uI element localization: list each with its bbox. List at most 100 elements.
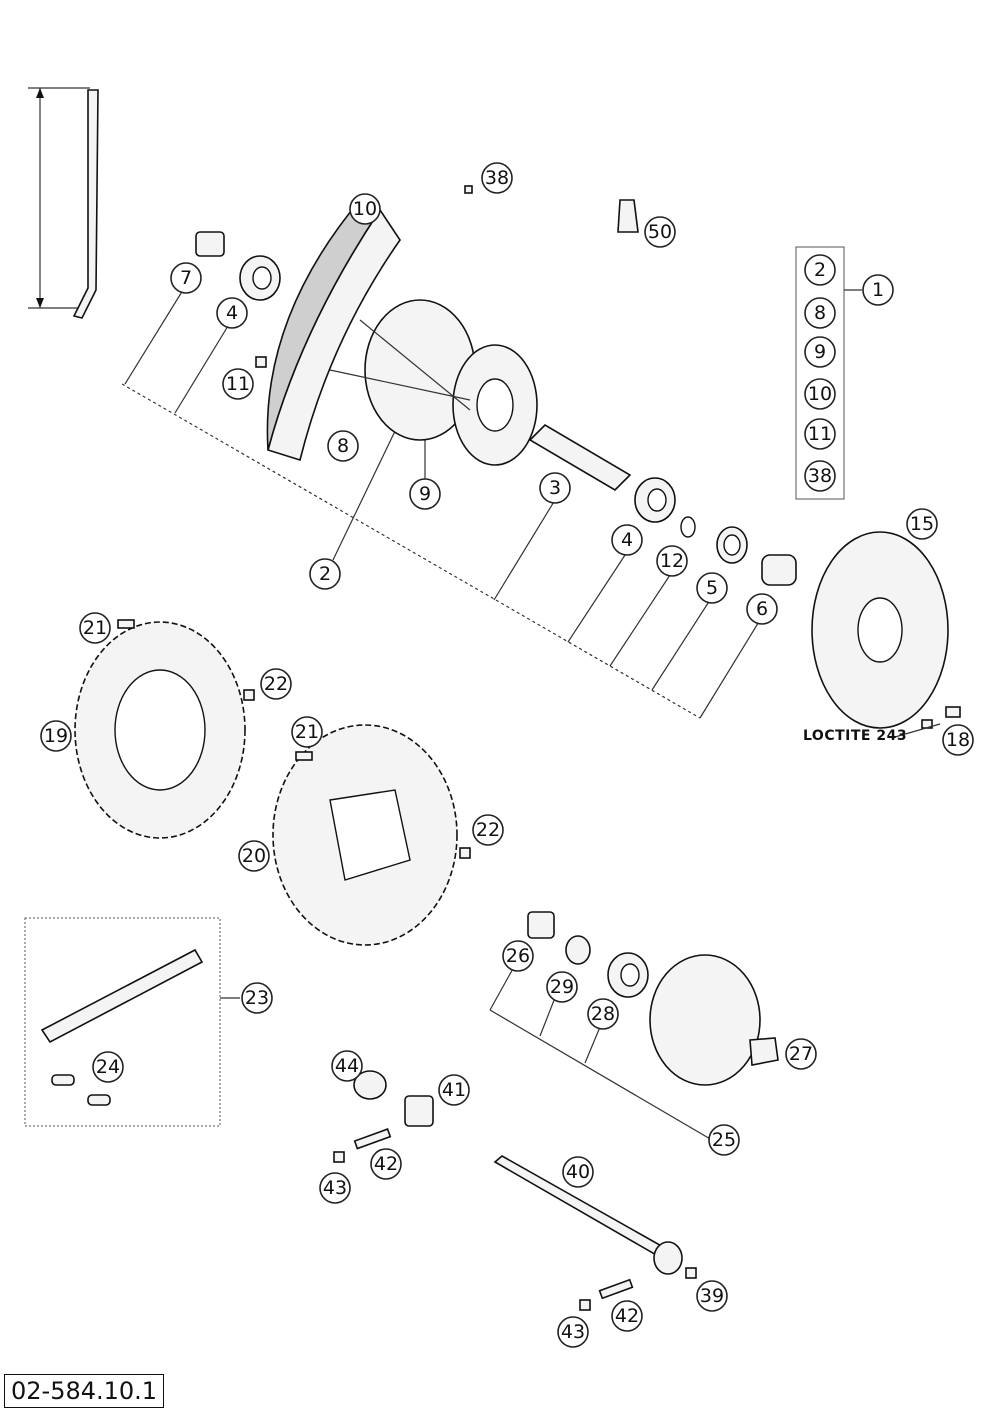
svg-text:38: 38	[808, 465, 832, 487]
callout-27: 27	[785, 1038, 817, 1070]
small-nut	[464, 185, 473, 194]
svg-text:11: 11	[808, 423, 832, 445]
adjuster-screw-lower	[598, 1278, 634, 1300]
svg-text:28: 28	[591, 1003, 615, 1025]
svg-text:43: 43	[561, 1321, 585, 1343]
sprocket-screw	[117, 619, 313, 761]
callout-24: 24	[92, 1051, 124, 1083]
callout-5: 5	[696, 572, 728, 604]
callout-kit-8: 8	[804, 297, 836, 329]
callout-43-lower: 43	[557, 1316, 589, 1348]
callout-38: 38	[481, 162, 513, 194]
wheel-bearing-left	[239, 255, 281, 301]
svg-text:1: 1	[872, 279, 884, 301]
svg-text:18: 18	[946, 729, 970, 751]
svg-text:23: 23	[245, 987, 269, 1009]
damper-rubber	[749, 1037, 779, 1066]
brake-disc	[811, 531, 949, 729]
callout-7: 7	[170, 262, 202, 294]
svg-text:12: 12	[660, 550, 684, 572]
spoke-with-dimension	[28, 87, 99, 319]
svg-text:50: 50	[648, 221, 672, 243]
axle-nut	[685, 1267, 697, 1279]
hub	[329, 299, 538, 466]
svg-text:39: 39	[700, 1285, 724, 1307]
callout-6: 6	[746, 593, 778, 625]
callout-8: 8	[327, 430, 359, 462]
svg-text:22: 22	[264, 673, 288, 695]
chain-adjuster	[404, 1095, 434, 1127]
svg-text:11: 11	[226, 373, 250, 395]
callout-26: 26	[502, 940, 534, 972]
svg-text:7: 7	[180, 267, 192, 289]
carrier-bearing	[607, 952, 649, 998]
callout-39: 39	[696, 1280, 728, 1312]
svg-text:21: 21	[83, 617, 107, 639]
svg-text:26: 26	[506, 945, 530, 967]
spoke-nipple	[255, 356, 267, 368]
callout-23: 23	[241, 982, 273, 1014]
callout-29: 29	[546, 971, 578, 1003]
svg-text:29: 29	[550, 976, 574, 998]
callout-4-lower: 4	[611, 524, 643, 556]
svg-text:10: 10	[808, 383, 832, 405]
callout-19: 19	[40, 720, 72, 752]
rear-sprocket-alu	[272, 724, 458, 946]
callout-44: 44	[331, 1050, 363, 1082]
callout-41: 41	[438, 1074, 470, 1106]
sprocket-nut	[243, 689, 471, 859]
svg-text:42: 42	[615, 1305, 639, 1327]
svg-text:2: 2	[319, 563, 331, 585]
svg-text:27: 27	[789, 1043, 813, 1065]
chain-adjuster-nut	[353, 1070, 387, 1100]
callout-22-right: 22	[472, 814, 504, 846]
callout-2: 2	[309, 558, 341, 590]
adjuster-nut-upper	[333, 1151, 345, 1163]
callout-18: 18	[942, 724, 974, 756]
callout-4-upper: 4	[216, 297, 248, 329]
callout-kit-9: 9	[804, 336, 836, 368]
svg-text:40: 40	[566, 1161, 590, 1183]
callout-kit-38: 38	[804, 460, 836, 492]
callout-1: 1	[862, 274, 894, 306]
wheel-bearing-right	[634, 477, 676, 523]
svg-text:41: 41	[442, 1079, 466, 1101]
callout-9: 9	[409, 478, 441, 510]
svg-text:25: 25	[712, 1129, 736, 1151]
loctite-note: LOCTITE 243	[803, 728, 908, 744]
svg-text:24: 24	[96, 1056, 120, 1078]
callout-40: 40	[562, 1156, 594, 1188]
rear-sprocket-steel	[74, 621, 246, 839]
svg-text:19: 19	[44, 725, 68, 747]
circlip	[680, 516, 696, 538]
svg-text:10: 10	[353, 198, 377, 220]
callout-21-left: 21	[79, 612, 111, 644]
svg-text:20: 20	[242, 845, 266, 867]
svg-text:9: 9	[814, 341, 826, 363]
callout-10: 10	[349, 193, 381, 225]
svg-text:38: 38	[485, 167, 509, 189]
axle-spacer-tube	[528, 423, 632, 492]
svg-text:6: 6	[756, 598, 768, 620]
svg-text:4: 4	[621, 529, 633, 551]
svg-text:5: 5	[706, 577, 718, 599]
callout-11: 11	[222, 368, 254, 400]
svg-text:22: 22	[476, 819, 500, 841]
carrier-bushing	[527, 911, 555, 939]
svg-text:8: 8	[337, 435, 349, 457]
callout-bubbles: 1 2 8 9 10 11 38 2 3 4 4 5 6 7 8 9 10 11…	[40, 162, 974, 1348]
svg-text:3: 3	[549, 477, 561, 499]
svg-text:43: 43	[323, 1177, 347, 1199]
callout-50: 50	[644, 216, 676, 248]
callout-kit-10: 10	[804, 378, 836, 410]
callout-25: 25	[708, 1124, 740, 1156]
callout-20: 20	[238, 840, 270, 872]
adjuster-nut-lower	[579, 1299, 591, 1311]
carrier-seal	[565, 935, 591, 965]
wheel-axle	[493, 1155, 683, 1275]
callout-15: 15	[906, 508, 938, 540]
callout-kit-2: 2	[804, 254, 836, 286]
spacer-bushing	[195, 231, 225, 257]
callout-42-upper: 42	[370, 1148, 402, 1180]
